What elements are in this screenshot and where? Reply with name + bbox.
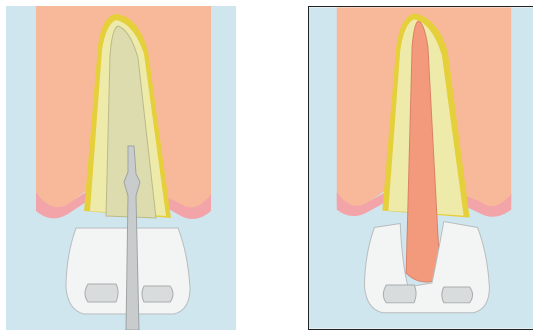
right-tooth-illustration: [309, 7, 533, 329]
right-crown-shadow-right: [442, 287, 473, 303]
left-crown-shadow-right: [142, 286, 173, 302]
left-panel: [6, 6, 236, 330]
right-panel: [308, 6, 533, 330]
right-crown-shadow-left: [383, 285, 416, 303]
left-tooth-illustration: [6, 6, 236, 330]
left-crown-shadow-left: [85, 284, 118, 302]
